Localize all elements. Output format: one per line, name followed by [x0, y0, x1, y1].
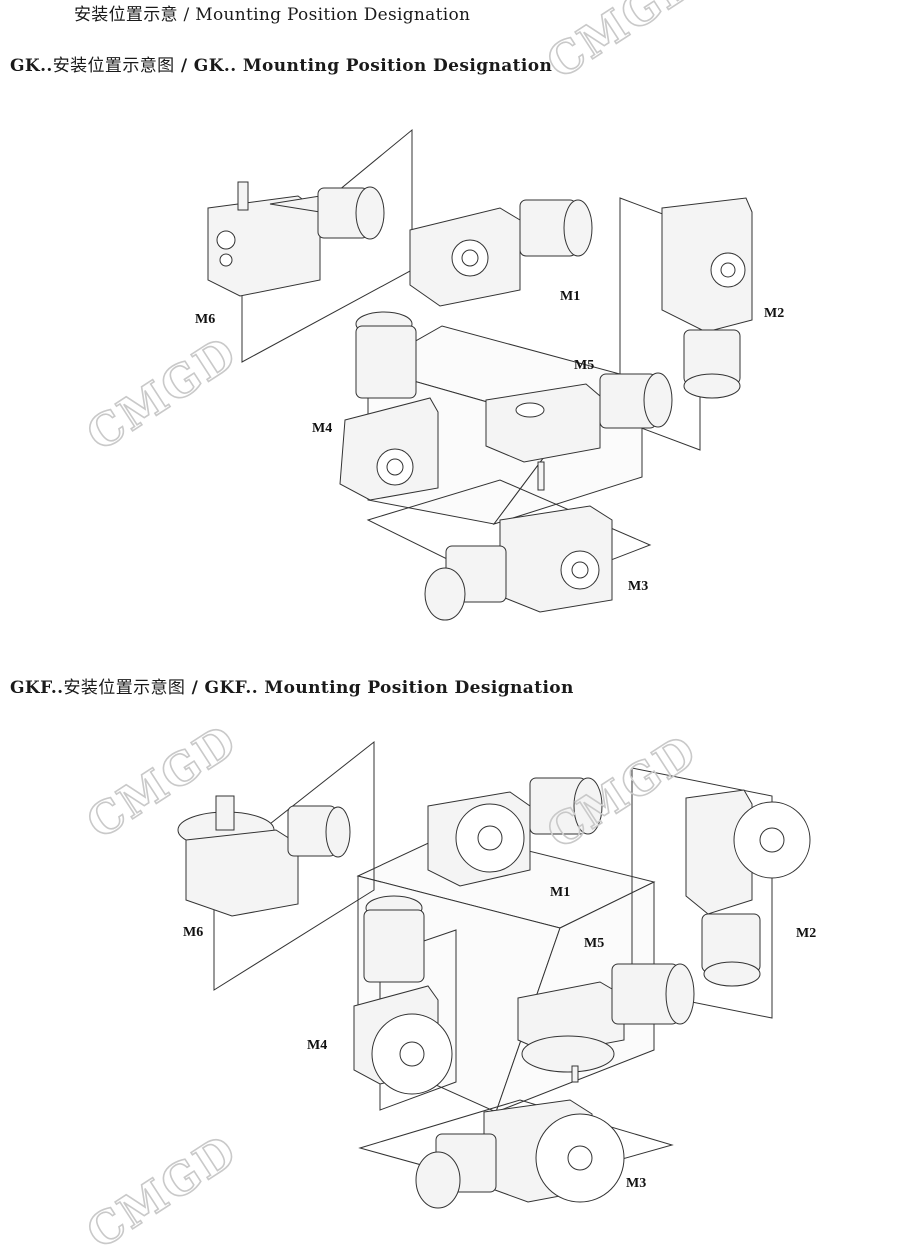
gkf-label-m1: M1 [550, 885, 570, 900]
gkf-labels: M1 M2 M3 M4 M5 M6 [183, 885, 816, 1191]
gkf-label-m5: M5 [584, 936, 604, 951]
gk-prefix: GK.. [10, 56, 53, 76]
m5-flange-gearmotor [517, 963, 695, 1083]
m6-flange-gearmotor [177, 795, 351, 917]
gk-label-m6: M6 [195, 312, 215, 327]
gk-label-m1: M1 [560, 289, 580, 304]
section-title-gk: GK..安装位置示意图 / GK.. Mounting Position Des… [10, 51, 552, 76]
gkf-prefix: GKF.. [10, 678, 64, 698]
gkf-mounting-diagram: M1 M2 M3 M4 M5 M6 CMGD CMGD CMGD [77, 720, 816, 1258]
m3-gearmotor [424, 505, 613, 621]
header-en: Mounting Position Designation [195, 5, 471, 25]
top-watermark-layer: CMGD [537, 0, 707, 90]
gk-label-m4: M4 [312, 421, 332, 436]
gk-label-m5: M5 [574, 358, 594, 373]
m1-flange-gearmotor [427, 777, 603, 887]
gk-watermark-1: CMGD [78, 327, 246, 461]
gkf-title-cn: 安装位置示意图 [63, 678, 186, 698]
gk-label-m2: M2 [764, 306, 784, 321]
m5-gearmotor [485, 372, 673, 491]
gkf-watermark-3: CMGD [78, 1125, 246, 1258]
gkf-label-m6: M6 [183, 925, 203, 940]
m4-flange-gearmotor [353, 895, 453, 1095]
gk-title-en: / GK.. Mounting Position Designation [174, 56, 553, 76]
gk-mounting-diagram: M1 M2 M3 M4 M5 M6 CMGD [77, 128, 784, 621]
m2-gearmotor [661, 197, 753, 399]
m2-flange-gearmotor [685, 789, 811, 987]
m3-flange-gearmotor [415, 1099, 625, 1209]
gkf-label-m2: M2 [796, 926, 816, 941]
top-watermark: CMGD [538, 0, 706, 89]
gkf-title-en: / GKF.. Mounting Position Designation [185, 678, 574, 698]
m4-gearmotor [339, 311, 439, 501]
m1-gearmotor [409, 199, 593, 307]
header-cn: 安装位置示意 [74, 5, 178, 25]
header-sep: / [177, 5, 196, 25]
gkf-label-m4: M4 [307, 1038, 327, 1053]
page-header: 安装位置示意 / Mounting Position Designation [74, 0, 470, 25]
gk-label-m3: M3 [628, 579, 648, 594]
m6-gearmotor [207, 181, 385, 297]
gk-labels: M1 M2 M3 M4 M5 M6 [195, 289, 784, 594]
gk-title-cn: 安装位置示意图 [52, 56, 175, 76]
section-title-gkf: GKF..安装位置示意图 / GKF.. Mounting Position D… [10, 673, 574, 698]
gkf-label-m3: M3 [626, 1176, 646, 1191]
